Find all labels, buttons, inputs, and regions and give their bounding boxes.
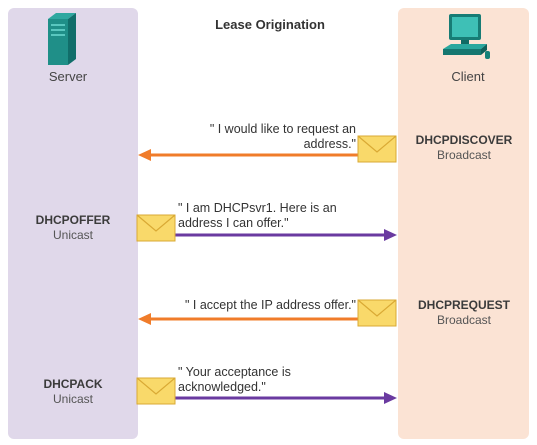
quote-line: " Your acceptance is bbox=[178, 365, 291, 379]
offer-quote: " I am DHCPsvr1. Here is an address I ca… bbox=[178, 201, 393, 231]
client-panel bbox=[398, 8, 529, 439]
envelope-icon bbox=[136, 377, 176, 405]
message-mode: Broadcast bbox=[436, 148, 492, 162]
server-tower-icon bbox=[48, 13, 76, 65]
server-panel bbox=[8, 8, 138, 439]
message-mode: Unicast bbox=[52, 228, 93, 242]
quote-line: address I can offer." bbox=[178, 216, 289, 230]
offer-label: DHCPOFFER Unicast bbox=[10, 213, 136, 243]
request-arrow bbox=[138, 313, 360, 325]
ack-label: DHCPACK Unicast bbox=[10, 377, 136, 407]
quote-line: " I accept the IP address offer." bbox=[184, 298, 356, 312]
message-mode: Unicast bbox=[52, 392, 93, 406]
ack-quote: " Your acceptance is acknowledged." bbox=[178, 365, 378, 395]
discover-arrow bbox=[138, 149, 360, 161]
ack-arrow bbox=[172, 392, 397, 404]
discover-label: DHCPDISCOVER Broadcast bbox=[400, 133, 528, 163]
message-name: DHCPREQUEST bbox=[417, 298, 510, 312]
message-name: DHCPACK bbox=[43, 377, 103, 391]
message-name: DHCPOFFER bbox=[35, 213, 111, 227]
quote-line: " I am DHCPsvr1. Here is an bbox=[178, 201, 337, 215]
offer-arrow bbox=[172, 229, 397, 241]
quote-line: address." bbox=[303, 137, 356, 151]
quote-line: acknowledged." bbox=[178, 380, 266, 394]
server-label: Server bbox=[48, 69, 88, 84]
message-name: DHCPDISCOVER bbox=[415, 133, 513, 147]
envelope-icon bbox=[357, 299, 397, 327]
request-label: DHCPREQUEST Broadcast bbox=[400, 298, 528, 328]
desktop-computer-icon bbox=[443, 14, 490, 59]
discover-quote: " I would like to request an address." bbox=[160, 122, 356, 152]
envelope-icon bbox=[136, 214, 176, 242]
quote-line: " I would like to request an bbox=[209, 122, 356, 136]
message-mode: Broadcast bbox=[436, 313, 492, 327]
client-label: Client bbox=[451, 69, 485, 84]
request-quote: " I accept the IP address offer." bbox=[150, 298, 356, 313]
diagram-title: Lease Origination bbox=[215, 17, 325, 32]
envelope-icon bbox=[357, 135, 397, 163]
